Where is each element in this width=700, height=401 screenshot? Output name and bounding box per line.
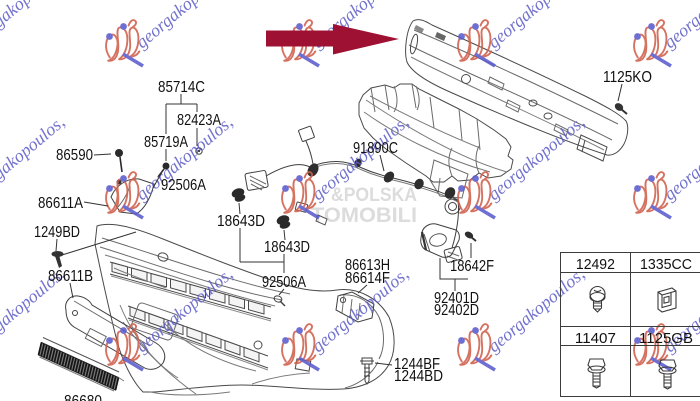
svg-text:91890C: 91890C <box>353 140 398 157</box>
svg-text:86590: 86590 <box>56 147 93 164</box>
svg-text:18643D: 18643D <box>264 239 310 256</box>
svg-text:1244BD: 1244BD <box>394 368 443 385</box>
svg-text:1249BD: 1249BD <box>34 224 80 241</box>
svg-text:86613H: 86613H <box>345 257 390 274</box>
svg-text:85719A: 85719A <box>144 134 189 151</box>
svg-text:86611A: 86611A <box>38 195 84 212</box>
svg-text:92401D: 92401D <box>434 290 479 307</box>
svg-text:18643D: 18643D <box>217 213 265 230</box>
svg-text:82423A: 82423A <box>177 112 222 129</box>
svg-text:1125GB: 1125GB <box>639 330 693 347</box>
svg-text:92506A: 92506A <box>262 274 307 291</box>
svg-text:12492: 12492 <box>576 256 615 273</box>
svg-text:1335CC: 1335CC <box>640 256 692 273</box>
svg-text:92402D: 92402D <box>434 302 479 319</box>
svg-text:86611B: 86611B <box>48 268 93 285</box>
svg-text:92506A: 92506A <box>161 177 207 194</box>
svg-text:&POLSKA: &POLSKA <box>331 185 417 206</box>
svg-text:1244BF: 1244BF <box>394 356 440 373</box>
svg-text:1125KO: 1125KO <box>603 69 652 86</box>
svg-text:85714C: 85714C <box>158 79 205 96</box>
svg-text:18642F: 18642F <box>450 258 494 275</box>
svg-text:86614F: 86614F <box>345 270 390 287</box>
svg-text:86680: 86680 <box>64 393 102 401</box>
svg-text:11407: 11407 <box>575 330 616 347</box>
svg-text:TOMOBILI: TOMOBILI <box>311 204 417 227</box>
